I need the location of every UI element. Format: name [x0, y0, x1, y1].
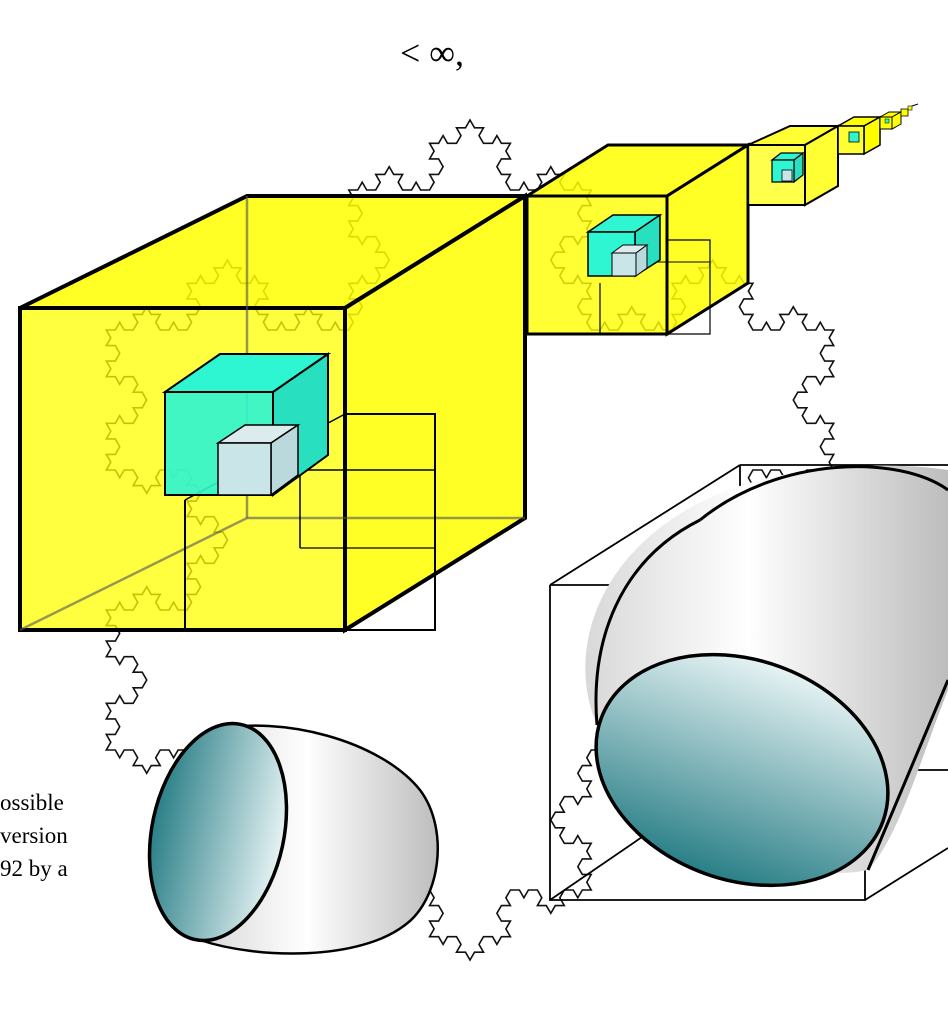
right-cylinder — [585, 465, 948, 888]
small-yellow-cube — [747, 124, 842, 207]
caption-line-2: version — [0, 823, 68, 848]
tiny-yellow-cube-1 — [835, 115, 883, 156]
medium-yellow-cube — [521, 142, 754, 337]
caption-line-1: ossible — [0, 790, 64, 815]
large-yellow-cube — [18, 192, 532, 634]
caption-line-3: 92 by a — [0, 856, 68, 881]
tiny-yellow-cube-3 — [900, 103, 919, 117]
infinity-text: < ∞, — [400, 33, 464, 73]
tiny-yellow-cube-2 — [878, 111, 903, 130]
left-cylinder — [147, 721, 439, 955]
